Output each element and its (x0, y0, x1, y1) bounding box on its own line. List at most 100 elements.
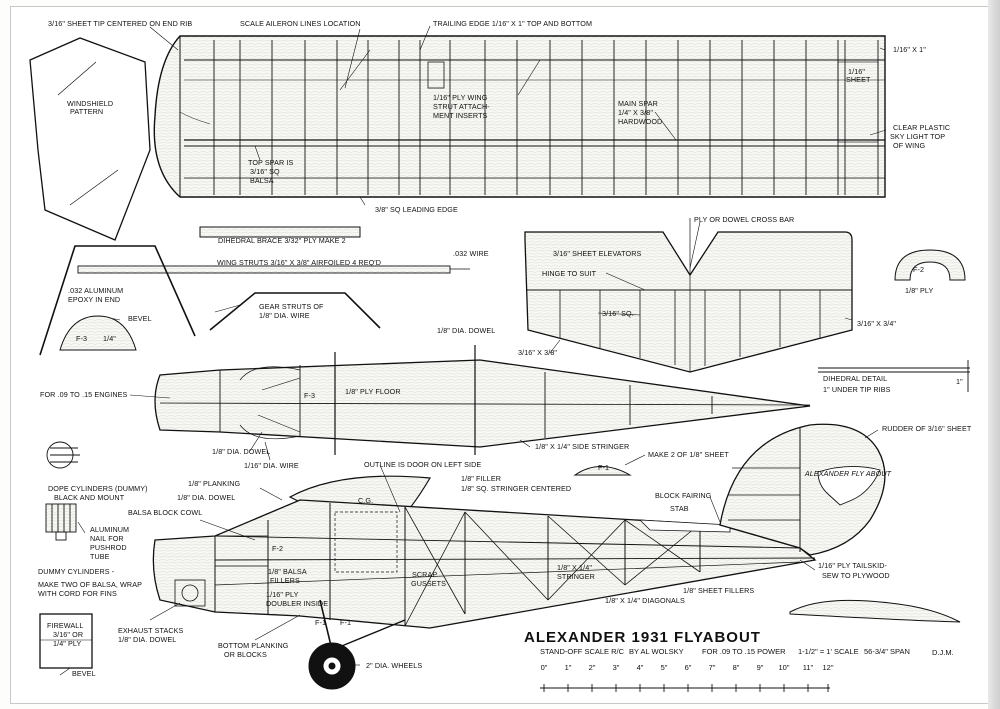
label-engines: FOR .09 TO .15 ENGINES (40, 390, 128, 399)
subtitle-power: FOR .09 TO .15 POWER (702, 647, 786, 656)
scale-bar (540, 684, 830, 692)
label-ply-insert-1: 1/16" PLY WING (433, 93, 488, 102)
label-clear-plastic-3: OF WING (893, 141, 926, 150)
former-f3 (59, 315, 137, 351)
label-windshield-2: PATTERN (70, 107, 103, 116)
label-nail-1: ALUMINUM (90, 525, 129, 534)
subtitle-initials: D.J.M. (932, 648, 954, 657)
scale-tick-label: 6" (685, 663, 692, 672)
gear-wire-front (39, 245, 196, 356)
label-wire-032: .032 WIRE (453, 249, 489, 258)
label-ply-insert-2: STRUT ATTACH- (433, 102, 490, 111)
scale-tick-label: 12" (822, 663, 833, 672)
cylinder-top-icon (46, 441, 80, 469)
label-make-two: MAKE 2 OF 1/8" SHEET (648, 450, 729, 459)
label-filler: 1/8" FILLER (461, 474, 501, 483)
label-f3: F-3 (76, 334, 87, 343)
subtitle-author: BY AL WOLSKY (629, 647, 684, 656)
label-cg: C.G. (358, 496, 373, 505)
scale-tick-label: 9" (757, 663, 764, 672)
label-main-spar-2: 1/4" X 3/8" (618, 108, 653, 117)
fuselage-side-view (152, 475, 817, 629)
label-ply-insert-3: MENT INSERTS (433, 111, 488, 120)
label-bevel: BEVEL (128, 314, 152, 323)
label-scrap-1: SCRAP (412, 570, 437, 579)
label-f1-low-a: F-1 (315, 618, 326, 627)
label-cross-bar: PLY OR DOWEL CROSS BAR (694, 215, 794, 224)
label-nail-3: PUSHROD (90, 543, 127, 552)
label-clear-plastic-2: SKY LIGHT TOP (890, 132, 945, 141)
label-three-x-three-quarter: 3/16" X 3/4" (857, 319, 896, 328)
label-sheet-fillers: 1/8" SHEET FILLERS (683, 586, 754, 595)
scale-tick-label: 1" (565, 663, 572, 672)
wing-plan (153, 35, 886, 198)
scale-tick-label: 7" (709, 663, 716, 672)
scale-tick-label: 11" (803, 663, 814, 672)
plan-title: ALEXANDER 1931 FLYABOUT (524, 629, 761, 646)
label-aileron: SCALE AILERON LINES LOCATION (240, 19, 361, 28)
label-f1: F-1 (598, 463, 609, 472)
scale-tick-label: 5" (661, 663, 668, 672)
label-main-spar-1: MAIN SPAR (618, 99, 658, 108)
subtitle-standoff: STAND-OFF SCALE R/C (540, 647, 625, 656)
label-gear-struts-2: 1/8" DIA. WIRE (259, 311, 310, 320)
label-ply-doubler-2: DOUBLER INSIDE (266, 599, 328, 608)
label-quarter: 1/4" (103, 334, 116, 343)
label-firewall-3: 1/4" PLY (53, 639, 81, 648)
scale-tick-label: 4" (637, 663, 644, 672)
dihedral-detail (818, 360, 970, 392)
label-stab: STAB (670, 504, 689, 513)
label-leading-edge: 3/8" SQ LEADING EDGE (375, 205, 458, 214)
label-top-spar-2: 3/16" SQ (250, 167, 280, 176)
label-dummy-2: MAKE TWO OF BALSA, WRAP (38, 580, 142, 589)
label-block-fairing: BLOCK FAIRING (655, 491, 712, 500)
label-sixteenth-sq: 3/16" SQ. (602, 309, 634, 318)
label-tailskid-2: SEW TO PLYWOOD (822, 571, 890, 580)
label-tailskid-1: 1/16" PLY TAILSKID- (818, 561, 888, 570)
subtitle-span: 56-3/4" SPAN (864, 647, 910, 656)
label-f2-side: F-2 (272, 544, 283, 553)
label-ply-doubler-1: 1/16" PLY (266, 590, 299, 599)
label-dowel-top: 1/8" DIA. DOWEL (437, 326, 495, 335)
label-diagonals: 1/8" X 1/4" DIAGONALS (605, 596, 685, 605)
label-exhaust-1: EXHAUST STACKS (118, 626, 184, 635)
labels: 3/16" SHEET TIP CENTERED ON END RIB SCAL… (38, 19, 972, 678)
label-bevel-low: BEVEL (72, 669, 96, 678)
scale-tick-label: 8" (733, 663, 740, 672)
label-sixteenth-x1: 1/16" X 1" (893, 45, 926, 54)
label-sq-stringer: 1/8" SQ. STRINGER CENTERED (461, 484, 571, 493)
label-clear-plastic-1: CLEAR PLASTIC (893, 123, 950, 132)
former-f1 (573, 466, 632, 476)
label-hinge: HINGE TO SUIT (542, 269, 597, 278)
page-shadow (988, 0, 1000, 709)
landing-gear (308, 599, 406, 690)
label-nail-2: NAIL FOR (90, 534, 124, 543)
label-rudder: RUDDER OF 3/16" SHEET (882, 424, 972, 433)
rudder-logo: ALEXANDER FLY ABOUT (804, 469, 892, 478)
label-dihedral-detail-2: 1" UNDER TIP RIBS (823, 385, 891, 394)
leader-lines (59, 25, 887, 676)
rudder (719, 423, 886, 556)
label-top-spar-3: BALSA (250, 176, 274, 185)
label-f3-side: F-3 (304, 391, 315, 400)
former-f2 (894, 249, 966, 281)
label-aluminum-1: .032 ALUMINUM (68, 286, 123, 295)
stab-airfoil-section (789, 599, 961, 623)
label-balsa-fillers-2: FILLERS (270, 576, 300, 585)
label-wheels: 2" DIA. WHEELS (366, 661, 422, 670)
label-top-spar-1: TOP SPAR IS (248, 158, 294, 167)
dope-cylinder-icon (45, 503, 77, 541)
label-dummy-1: DUMMY CYLINDERS - (38, 567, 115, 576)
label-firewall-2: 3/16" OR (53, 630, 83, 639)
label-trailing-edge: TRAILING EDGE 1/16" X 1" TOP AND BOTTOM (433, 19, 592, 28)
label-sheet-tip: 3/16" SHEET TIP CENTERED ON END RIB (48, 19, 192, 28)
label-sheet-1: 1/16" (848, 67, 865, 76)
label-wing-struts: WING STRUTS 3/16" X 3/8" AIRFOILED 4 REQ… (217, 258, 381, 267)
label-f1-low-b: F-1 (340, 618, 351, 627)
label-gear-struts-1: GEAR STRUTS OF (259, 302, 324, 311)
fuselage-top-view (154, 345, 811, 455)
label-three-x-three-eighth: 3/16" X 3/8" (518, 348, 557, 357)
label-wire-mid: 1/16" DIA. WIRE (244, 461, 299, 470)
label-eighth-ply: 1/8" PLY (905, 286, 933, 295)
label-dihedral-detail-1: DIHEDRAL DETAIL (823, 374, 887, 383)
